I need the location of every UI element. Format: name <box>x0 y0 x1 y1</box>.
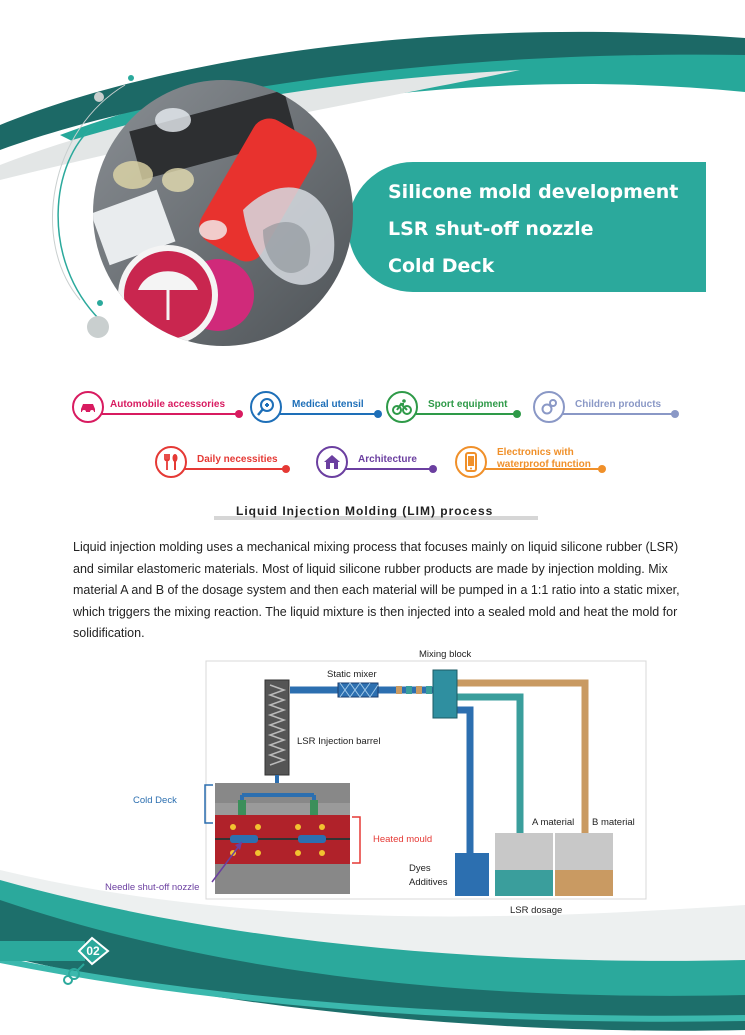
product-photo <box>93 80 353 346</box>
category-dot <box>429 465 437 473</box>
b-material-pipe <box>457 679 589 840</box>
additives-label: Additives <box>409 877 448 888</box>
hero-line-2: LSR shut-off nozzle <box>388 218 594 240</box>
needle-nozzle-label: Needle shut-off nozzle <box>105 882 199 893</box>
category-label: Daily necessities <box>197 454 278 465</box>
category-daily: Daily necessities <box>155 446 295 478</box>
category-sport: Sport equipment <box>386 391 526 423</box>
category-label: Architecture <box>358 454 417 465</box>
category-children: Children products <box>533 391 683 423</box>
a-material-fill <box>495 870 553 896</box>
category-label: Sport equipment <box>428 399 508 410</box>
mixing-block <box>432 669 458 719</box>
cavity-right <box>298 835 326 843</box>
mixer-segment-4 <box>426 686 432 694</box>
category-label-line-1: Electronics with <box>497 447 574 458</box>
page-number-bar <box>0 941 85 961</box>
category-label: Automobile accessories <box>110 399 226 410</box>
side-curve <box>57 124 101 321</box>
top-wave-dark <box>0 31 745 150</box>
process-body-text: Liquid injection molding uses a mechanic… <box>73 540 680 640</box>
mold-bottom-plate <box>215 864 350 894</box>
injection-barrel-label: LSR Injection barrel <box>297 736 380 747</box>
bottom-wave-white-2 <box>0 985 500 1035</box>
category-underline <box>416 413 516 415</box>
b-material-fill <box>555 870 613 896</box>
deco-dot-3 <box>87 316 109 338</box>
category-architecture: Architecture <box>316 446 441 478</box>
hero-line-1: Silicone mold development <box>388 181 679 203</box>
deco-dot-4 <box>97 300 103 306</box>
house-icon <box>316 446 348 478</box>
needle-arrow-head <box>235 842 242 850</box>
process-heading: Liquid Injection Molding (LIM) process <box>236 504 494 518</box>
a-material-label: A material <box>532 817 574 828</box>
cold-deck-label: Cold Deck <box>133 795 177 806</box>
static-mixer-label: Static mixer <box>327 669 377 680</box>
deco-dot-2 <box>94 92 104 102</box>
category-medical: Medical utensil <box>250 391 385 423</box>
pacifier-icon <box>63 963 85 985</box>
dyes-label: Dyes <box>409 863 431 874</box>
category-underline <box>485 468 600 470</box>
lim-process-diagram: Mixing block Static mixer LSR Injection … <box>105 649 647 916</box>
top-wave-teal <box>60 48 745 150</box>
car-icon <box>72 391 104 423</box>
needle-arrow <box>211 841 243 883</box>
category-dot <box>671 410 679 418</box>
static-mixer-pattern <box>339 682 379 698</box>
cold-deck-plate <box>215 803 350 815</box>
category-label: Medical utensil <box>292 399 364 410</box>
category-automobile: Automobile accessories <box>72 391 247 423</box>
category-dot <box>513 410 521 418</box>
top-wave-light <box>0 0 745 130</box>
medical-search-icon <box>250 391 282 423</box>
category-underline <box>346 468 436 470</box>
category-underline <box>563 413 675 415</box>
lsr-dosage-label: LSR dosage <box>510 905 562 916</box>
page-number-badge <box>77 936 110 966</box>
bottom-wave-accent <box>0 957 745 1022</box>
category-underline <box>280 413 378 415</box>
mixing-block-label: Mixing block <box>419 649 472 660</box>
dye-tank <box>455 853 489 896</box>
mixer-segment-2 <box>406 686 412 694</box>
category-dot <box>374 410 382 418</box>
bicycle-icon <box>386 391 418 423</box>
heated-mould-label: Heated mould <box>373 834 432 845</box>
category-electronics: Electronics with waterproof function <box>455 446 615 478</box>
mixer-segment-1 <box>396 686 402 694</box>
heading-rule <box>214 516 538 520</box>
a-material-pipe <box>457 693 524 840</box>
heater-dots <box>230 824 325 856</box>
category-dot <box>282 465 290 473</box>
category-underline <box>102 413 237 415</box>
category-dot <box>598 465 606 473</box>
pacifier-icon <box>533 391 565 423</box>
fork-spoon-icon <box>155 446 187 478</box>
category-underline <box>185 468 285 470</box>
mixer-segment-3 <box>416 686 422 694</box>
dye-pipe <box>457 706 474 855</box>
barrel-screw <box>267 684 287 766</box>
deco-dot-1 <box>128 75 134 81</box>
page-number: 02 <box>86 944 100 958</box>
category-label: Electronics with waterproof function <box>497 447 591 471</box>
side-curve-2 <box>52 84 126 301</box>
hero-line-3: Cold Deck <box>388 255 495 277</box>
cavity-left <box>230 835 258 843</box>
category-label: Children products <box>575 399 662 410</box>
b-material-label: B material <box>592 817 635 828</box>
heated-mould-bracket <box>352 816 361 864</box>
hero-banner <box>348 162 706 292</box>
phone-icon <box>455 446 487 478</box>
cold-deck-bracket <box>204 784 213 824</box>
category-dot <box>235 410 243 418</box>
category-label-line-2: waterproof function <box>497 459 591 470</box>
